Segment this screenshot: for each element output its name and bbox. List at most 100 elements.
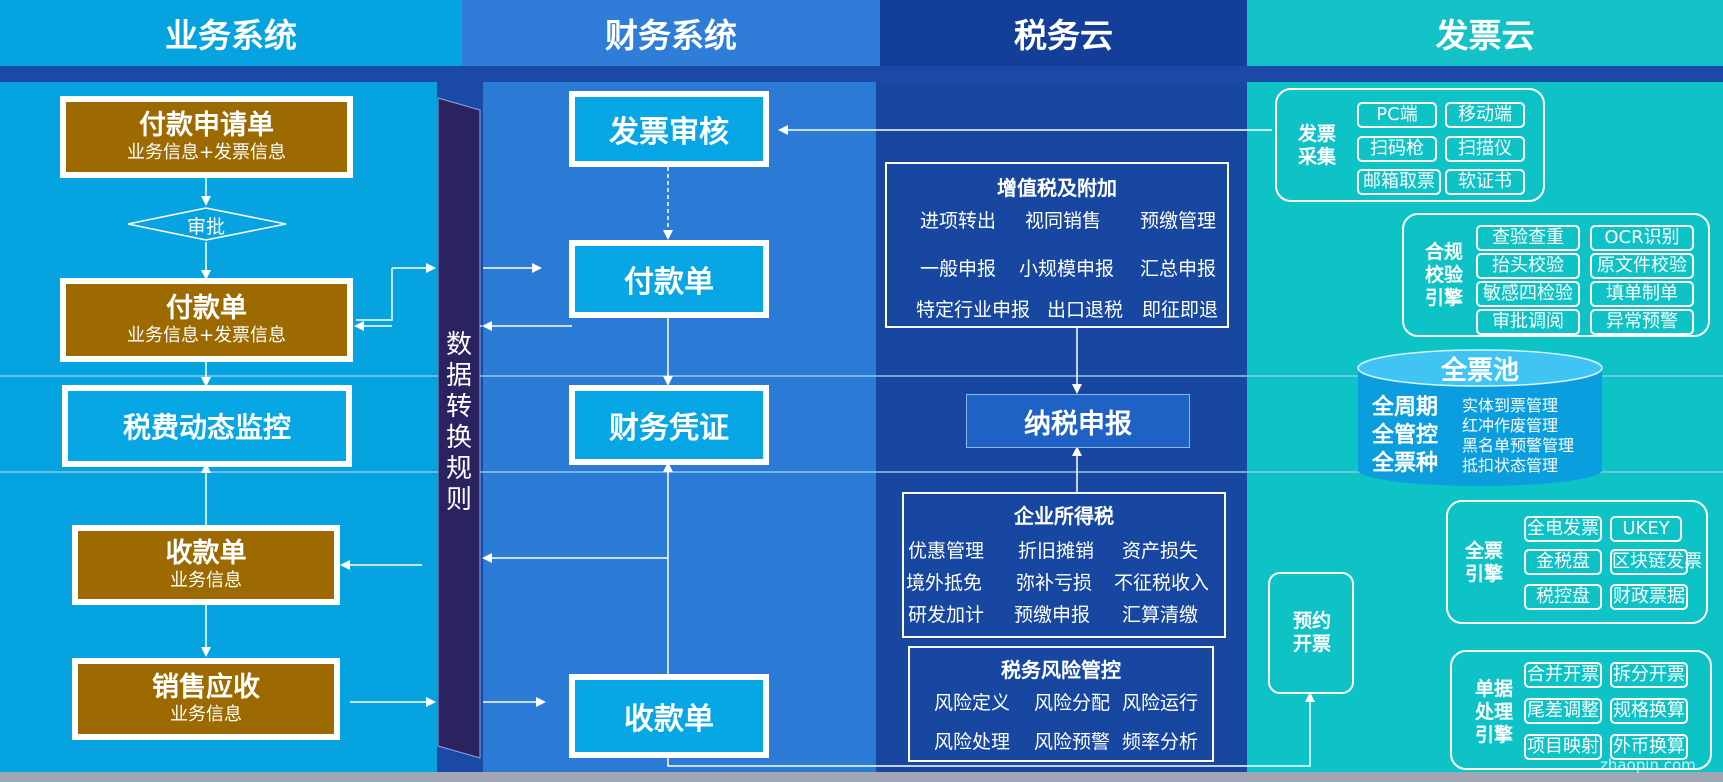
doc-engine-box: 单据处理引擎 合并开票 拆分开票 尾差调整 规格换算 项目映射 外币换算 — [1450, 650, 1712, 770]
compliance-item: 异常预警 — [1590, 309, 1694, 335]
doc-engine-item: 合并开票 — [1524, 662, 1602, 688]
collection-item: 扫描仪 — [1445, 136, 1525, 162]
full-engine-box: 全票引擎 全电发票 UKEY 金税盘 区块链发票 税控盘 财政票据 — [1446, 500, 1708, 624]
cit-title: 企业所得税 — [1014, 504, 1114, 528]
conversion-rules-label: 数据转换规则 — [445, 330, 472, 515]
invoice-pool-feature: 抵扣状态管理 — [1462, 456, 1559, 475]
risk-item: 风险处理 — [934, 731, 1011, 753]
compliance-item: 填单制单 — [1590, 281, 1694, 307]
sales-receivable-title: 销售应收 — [152, 672, 260, 703]
risk-panel: 税务风险管控 风险定义 风险分配 风险运行 风险处理 风险预警 频率分析 — [908, 646, 1214, 762]
tax-filing-node: 纳税申报 — [966, 394, 1190, 448]
collection-label: 发票采集 — [1297, 123, 1336, 168]
risk-item: 风险运行 — [1122, 692, 1199, 714]
collection-box: 发票采集 PC端 移动端 扫码枪 扫描仪 邮箱取票 软证书 — [1275, 88, 1545, 202]
sales-receivable-subtitle: 业务信息 — [170, 704, 242, 725]
vat-item: 即征即退 — [1142, 299, 1219, 321]
compliance-label: 合规校验引擎 — [1424, 241, 1463, 309]
payment-order-subtitle: 业务信息+发票信息 — [126, 325, 287, 346]
cit-item: 预缴申报 — [1014, 604, 1091, 626]
receipt-business-subtitle: 业务信息 — [170, 570, 242, 591]
full-engine-item: 税控盘 — [1524, 584, 1602, 610]
cit-item: 折旧摊销 — [1018, 540, 1095, 562]
full-engine-item: 金税盘 — [1524, 549, 1602, 575]
vat-title: 增值税及附加 — [997, 176, 1117, 200]
cit-item: 优惠管理 — [908, 540, 985, 562]
full-engine-item: 全电发票 — [1524, 516, 1602, 542]
header-finance: 财务系统 — [462, 0, 880, 66]
vat-item: 一般申报 — [920, 258, 997, 280]
vat-item: 汇总申报 — [1140, 258, 1217, 280]
risk-item: 风险预警 — [1034, 731, 1111, 753]
invoice-pool-feature: 实体到票管理 — [1462, 396, 1559, 415]
doc-engine-item: 拆分开票 — [1610, 662, 1688, 688]
invoice-pool-feature: 红冲作废管理 — [1462, 416, 1559, 435]
full-engine-item: 财政票据 — [1610, 584, 1688, 610]
risk-item: 风险分配 — [1034, 692, 1111, 714]
doc-engine-label: 单据处理引擎 — [1474, 678, 1513, 746]
finance-voucher-node: 财务凭证 — [569, 385, 769, 465]
finance-receipt-node: 收款单 — [569, 674, 769, 758]
payment-order-title: 付款单 — [166, 293, 247, 324]
cit-item: 资产损失 — [1122, 540, 1199, 562]
cit-item: 境外抵免 — [906, 572, 983, 594]
compliance-item: 审批调阅 — [1476, 309, 1580, 335]
approval-label: 审批 — [186, 216, 225, 238]
bottom-bar — [0, 772, 1723, 782]
full-engine-item: UKEY — [1610, 516, 1682, 542]
cit-panel: 企业所得税 优惠管理 折旧摊销 资产损失 境外抵免 弥补亏损 不征税收入 研发加… — [902, 492, 1226, 638]
vat-item: 小规模申报 — [1019, 258, 1115, 280]
invoice-pool-scope: 全周期 — [1372, 395, 1439, 420]
risk-item: 风险定义 — [934, 692, 1011, 714]
vat-item: 预缴管理 — [1140, 210, 1217, 232]
header-separator — [0, 66, 1723, 82]
invoice-pool-feature: 黑名单预警管理 — [1462, 436, 1575, 455]
doc-engine-item: 规格换算 — [1610, 698, 1688, 724]
cit-item: 研发加计 — [908, 604, 985, 626]
vat-item: 出口退税 — [1047, 299, 1124, 321]
compliance-item: 查验查重 — [1476, 225, 1580, 251]
cit-item: 弥补亏损 — [1016, 572, 1093, 594]
compliance-item: OCR识别 — [1590, 225, 1694, 251]
vat-item: 视同销售 — [1025, 210, 1102, 232]
collection-item: 邮箱取票 — [1357, 169, 1441, 195]
invoice-pool-title: 全票池 — [1440, 356, 1519, 386]
reserve-label: 预约开票 — [1292, 610, 1331, 655]
receipt-business-node: 收款单 业务信息 — [72, 525, 340, 605]
full-engine-item: 区块链发票 — [1610, 549, 1702, 575]
header-invoice: 发票云 — [1247, 0, 1723, 66]
cit-item: 汇算清缴 — [1122, 604, 1199, 626]
header-business: 业务系统 — [0, 0, 462, 66]
collection-item: 扫码枪 — [1357, 136, 1437, 162]
payment-request-subtitle: 业务信息+发票信息 — [126, 142, 287, 163]
risk-item: 频率分析 — [1122, 731, 1199, 753]
watermark: zhaopin.com — [1600, 756, 1696, 774]
compliance-item: 敏感四检验 — [1476, 281, 1580, 307]
compliance-item: 抬头校验 — [1476, 253, 1580, 279]
invoice-pool-feature-list: 实体到票管理 红冲作废管理 黑名单预警管理 抵扣状态管理 — [1462, 396, 1574, 476]
payment-request-title: 付款申请单 — [139, 110, 274, 141]
doc-engine-item: 外币换算 — [1610, 734, 1688, 760]
collection-item: PC端 — [1357, 102, 1437, 128]
invoice-audit-node: 发票审核 — [569, 91, 769, 167]
full-engine-label: 全票引擎 — [1464, 540, 1503, 585]
collection-item: 软证书 — [1445, 169, 1525, 195]
invoice-pool-scope-list: 全周期 全管控 全票种 — [1372, 394, 1438, 478]
invoice-pool-scope: 全管控 — [1372, 423, 1439, 448]
doc-engine-item: 项目映射 — [1524, 734, 1602, 760]
payment-order-node: 付款单 业务信息+发票信息 — [60, 278, 353, 362]
reserve-box: 预约开票 — [1268, 572, 1354, 694]
receipt-business-title: 收款单 — [165, 538, 247, 569]
finance-payment-node: 付款单 — [569, 240, 769, 318]
compliance-item: 原文件校验 — [1590, 253, 1694, 279]
collection-item: 移动端 — [1445, 102, 1525, 128]
invoice-pool-scope: 全票种 — [1372, 451, 1439, 476]
sales-receivable-node: 销售应收 业务信息 — [72, 658, 340, 740]
vat-item: 进项转出 — [920, 210, 997, 232]
header-tax: 税务云 — [880, 0, 1247, 66]
cit-item: 不征税收入 — [1114, 572, 1210, 594]
payment-request-node: 付款申请单 业务信息+发票信息 — [60, 96, 353, 178]
risk-title: 税务风险管控 — [1001, 658, 1121, 682]
vat-panel: 增值税及附加 进项转出 视同销售 预缴管理 一般申报 小规模申报 汇总申报 特定… — [885, 162, 1229, 328]
doc-engine-item: 尾差调整 — [1524, 698, 1602, 724]
